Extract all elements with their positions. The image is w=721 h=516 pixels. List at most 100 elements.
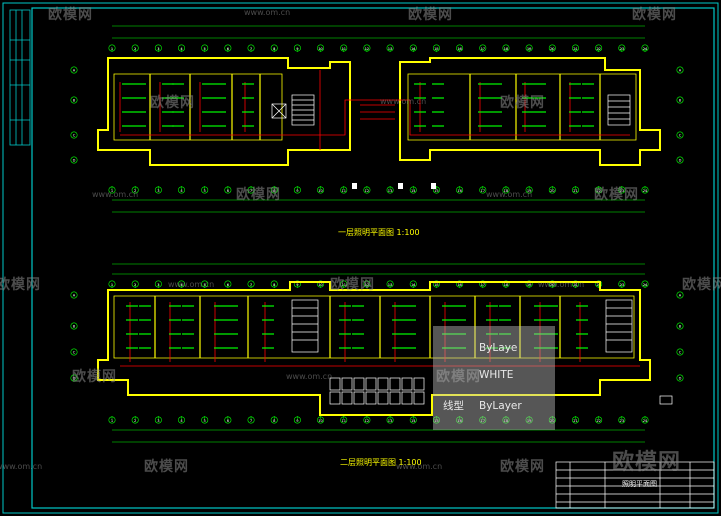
axis-bubble xyxy=(70,322,78,330)
axis-bubble-label: 24 xyxy=(643,189,648,193)
axis-bubble-label: 13 xyxy=(388,47,393,51)
axis-bubble xyxy=(293,186,301,194)
axis-bubble xyxy=(479,280,487,288)
watermark-brand-large: 欧模网 xyxy=(612,450,682,475)
axis-bubble xyxy=(247,186,255,194)
axis-bubble xyxy=(618,186,626,194)
watermark-brand: 欧模网 xyxy=(236,187,281,203)
plan-1-wiring xyxy=(119,70,630,150)
axis-bubble xyxy=(293,44,301,52)
axis-bubble-label: 15 xyxy=(434,189,439,193)
axis-bubble-label: 9 xyxy=(296,419,299,423)
axis-bubble xyxy=(525,44,533,52)
axis-bubble-label: 18 xyxy=(504,47,509,51)
watermark-brand: 欧模网 xyxy=(500,459,545,475)
plan-2-title: 二层照明平面图 1:100 xyxy=(340,458,422,467)
axis-bubble-label: D xyxy=(679,159,682,163)
plan-2-top-dims xyxy=(112,263,645,275)
axis-bubble-label: 18 xyxy=(504,419,509,423)
axis-bubble-label: 3 xyxy=(157,283,159,287)
axis-bubble xyxy=(201,44,209,52)
axis-bubble-label: D xyxy=(73,159,76,163)
axis-bubble xyxy=(409,186,417,194)
axis-bubble-label: 4 xyxy=(180,419,183,423)
axis-bubble xyxy=(340,44,348,52)
watermark-brand: 欧模网 xyxy=(150,95,195,111)
axis-bubble xyxy=(409,416,417,424)
axis-bubble-label: 1 xyxy=(111,47,113,51)
axis-bubble-label: 19 xyxy=(527,283,532,287)
axis-bubble-label: 17 xyxy=(480,47,485,51)
axis-bubble xyxy=(131,44,139,52)
axis-bubble xyxy=(676,66,684,74)
axis-bubble-label: A xyxy=(73,69,76,73)
watermark-url: www.om.cn xyxy=(486,190,533,199)
plan-1-right-stair xyxy=(607,94,631,126)
axis-bubble xyxy=(70,131,78,139)
axis-bubble-label: B xyxy=(679,99,682,103)
watermark-url: www.om.cn xyxy=(538,280,585,289)
axis-bubble xyxy=(479,44,487,52)
axis-bubble-label: D xyxy=(73,377,76,381)
plan-2-north-marker xyxy=(659,395,673,405)
axis-bubble-label: 21 xyxy=(573,189,578,193)
seat-cell xyxy=(401,377,413,391)
axis-bubble-label: 18 xyxy=(504,189,509,193)
axis-bubble xyxy=(70,291,78,299)
seat-cell xyxy=(389,377,401,391)
axis-bubble-label: 7 xyxy=(250,419,252,423)
axis-bubble xyxy=(571,186,579,194)
axis-bubble-label: 11 xyxy=(341,47,346,51)
axis-bubble xyxy=(108,416,116,424)
axis-bubble xyxy=(595,280,603,288)
sheet-border-inner xyxy=(31,7,715,509)
watermark-url: www.om.cn xyxy=(244,8,291,17)
watermark-url: www.om.cn xyxy=(396,462,443,471)
axis-bubble xyxy=(317,186,325,194)
axis-bubble-label: 16 xyxy=(457,419,462,423)
plan-2-walls xyxy=(97,281,651,416)
plan-1-right-wing xyxy=(399,57,661,166)
axis-bubble-label: 14 xyxy=(411,47,416,51)
axis-bubble xyxy=(340,186,348,194)
axis-bubble-label: 12 xyxy=(365,283,370,287)
axis-bubble-label: D xyxy=(679,377,682,381)
axis-bubble-label: 3 xyxy=(157,419,159,423)
axis-bubble-label: 12 xyxy=(365,47,370,51)
axis-bubble-label: 6 xyxy=(227,189,230,193)
seat-cell xyxy=(401,391,413,405)
watermark-brand: 欧模网 xyxy=(632,7,677,23)
axis-bubble-label: 8 xyxy=(273,283,276,287)
seat-cell xyxy=(341,391,353,405)
seat-cell xyxy=(377,391,389,405)
axis-bubble xyxy=(641,416,649,424)
axis-bubble xyxy=(201,186,209,194)
axis-bubble xyxy=(456,186,464,194)
watermark-brand: 欧模网 xyxy=(330,277,375,293)
axis-bubble-label: 5 xyxy=(204,189,206,193)
watermark-brand: 欧模网 xyxy=(682,277,721,293)
axis-bubble xyxy=(456,280,464,288)
watermark-brand: 欧模网 xyxy=(0,277,41,293)
seat-cell xyxy=(329,377,341,391)
axis-bubble-label: 22 xyxy=(596,419,601,423)
axis-bubble xyxy=(618,44,626,52)
axis-bubble xyxy=(131,280,139,288)
axis-bubble xyxy=(270,416,278,424)
axis-bubble-label: 8 xyxy=(273,419,276,423)
axis-bubble-label: 9 xyxy=(296,47,299,51)
axis-bubble-label: 14 xyxy=(411,419,416,423)
axis-bubble xyxy=(363,416,371,424)
axis-bubble xyxy=(131,186,139,194)
plan-1-bottom-dims xyxy=(112,199,645,213)
axis-bubble-label: 19 xyxy=(527,419,532,423)
axis-bubble xyxy=(317,416,325,424)
axis-bubble xyxy=(432,280,440,288)
axis-bubble-label: 9 xyxy=(296,283,299,287)
